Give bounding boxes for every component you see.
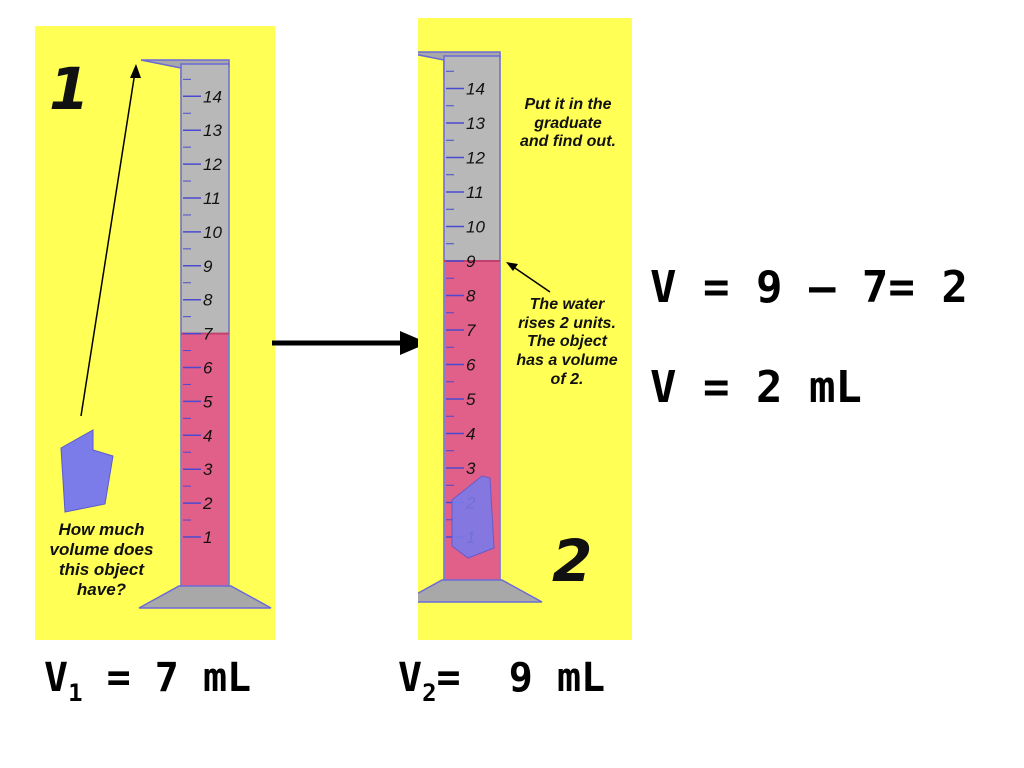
cylinder-base xyxy=(418,579,543,603)
tick-label: 14 xyxy=(466,80,485,99)
tick-label: 2 xyxy=(202,494,213,513)
v2-value: = 9 mL xyxy=(436,655,606,701)
caption-line: Put it in the xyxy=(524,96,612,113)
caption-line: volume does xyxy=(49,539,154,559)
caption-line: How much xyxy=(58,520,145,539)
final-volume-label: V2= 9 mL xyxy=(398,658,605,705)
tick-label: 4 xyxy=(203,426,212,445)
tick-label: 4 xyxy=(466,425,475,444)
caption-line: has a volume xyxy=(516,352,618,370)
v2-subscript: 2 xyxy=(422,679,437,707)
pointer-arrow-icon xyxy=(506,262,518,271)
step-number-1: 1 xyxy=(49,55,90,123)
initial-volume-label: V1 = 7 mL xyxy=(44,658,251,705)
tick-label: 8 xyxy=(203,291,213,310)
tick-label: 1 xyxy=(203,528,212,547)
caption-line: and find out. xyxy=(520,133,616,151)
question-caption: How much volume does this object have? xyxy=(39,520,164,600)
object-shape-icon xyxy=(451,475,495,559)
tick-label: 12 xyxy=(466,149,485,168)
tick-label: 9 xyxy=(466,252,476,271)
caption-line: have? xyxy=(76,579,127,599)
tick-label: 11 xyxy=(203,189,221,208)
tick-label: 6 xyxy=(203,359,213,378)
caption-line: of 2. xyxy=(550,370,584,388)
tick-label: 6 xyxy=(466,356,476,375)
v1-letter: V xyxy=(44,655,69,701)
water-column xyxy=(182,333,228,586)
tick-label: 10 xyxy=(466,218,485,237)
pointer-arrow-line xyxy=(80,71,136,417)
cylinder-base xyxy=(138,585,272,609)
explanation-caption: The water rises 2 units. The object has … xyxy=(502,296,632,390)
tick-label: 8 xyxy=(466,287,476,306)
tick-label: 13 xyxy=(466,114,485,133)
instruction-caption: Put it in the graduate and find out. xyxy=(504,96,632,152)
tick-label: 7 xyxy=(203,325,213,344)
tick-label: 12 xyxy=(203,155,222,174)
caption-line: this object xyxy=(58,559,144,579)
tick-label: 3 xyxy=(466,459,476,478)
caption-line: graduate xyxy=(534,114,602,132)
tick-label: 5 xyxy=(466,390,476,409)
caption-line: The object xyxy=(526,333,607,351)
tick-label: 11 xyxy=(466,183,484,202)
tick-label: 3 xyxy=(203,460,213,479)
caption-line: The water xyxy=(529,296,605,313)
tick-label: 14 xyxy=(203,87,222,106)
tick-label: 13 xyxy=(203,121,222,140)
v1-subscript: 1 xyxy=(68,679,83,707)
step-number-2: 2 xyxy=(552,527,593,595)
v1-value: = 7 mL xyxy=(82,655,252,701)
pointer-arrow-line xyxy=(511,265,551,293)
tick-label: 9 xyxy=(203,257,213,276)
caption-line: rises 2 units. xyxy=(518,314,616,332)
arrow-right-icon xyxy=(272,331,428,355)
tick-label: 10 xyxy=(203,223,222,242)
pointer-arrow-icon xyxy=(130,64,141,78)
tick-label: 5 xyxy=(203,392,213,411)
tick-label: 7 xyxy=(466,321,476,340)
volume-result: V = 2 mL xyxy=(650,362,862,413)
volume-calculation: V = 9 – 7= 2 xyxy=(650,262,968,313)
object-shape-icon xyxy=(60,429,114,513)
v2-letter: V xyxy=(398,655,423,701)
